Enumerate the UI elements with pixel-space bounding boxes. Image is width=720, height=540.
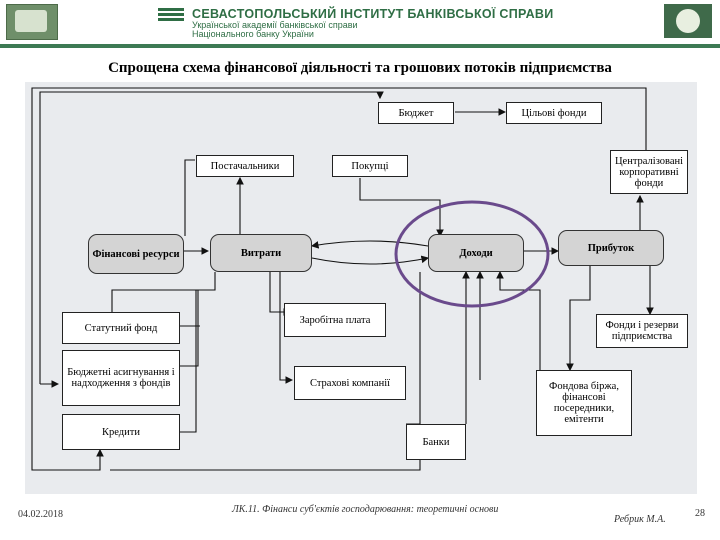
connector-income-to-expenses bbox=[310, 240, 429, 249]
node-banks: Банки bbox=[406, 424, 466, 460]
node-credits: Кредити bbox=[62, 414, 180, 450]
node-target-funds: Цільові фонди bbox=[506, 102, 602, 124]
institute-subtitle: Української академії банківської справи … bbox=[192, 21, 358, 39]
node-insurance: Страхові компанії bbox=[294, 366, 406, 400]
connector-to-insurance bbox=[279, 272, 294, 384]
institute-subtitle-line1: Української академії банківської справи bbox=[192, 20, 358, 30]
node-central-funds: Централізовані корпоративні фонди bbox=[610, 150, 688, 194]
page-number: 28 bbox=[695, 508, 705, 519]
connector-profit-to-exchange bbox=[566, 264, 591, 372]
node-budget-assignments: Бюджетні асигнування і надходження з фон… bbox=[62, 350, 180, 406]
connector-buyers-to-income bbox=[359, 178, 444, 238]
institute-subtitle-line2: Національного банку України bbox=[192, 29, 314, 39]
node-statutory-fund: Статутний фонд bbox=[62, 312, 180, 344]
node-suppliers: Постачальники bbox=[196, 155, 294, 177]
connector-suppliers-side bbox=[184, 159, 195, 236]
node-income: Доходи bbox=[428, 234, 524, 272]
node-exchange: Фондова біржа, фінансові посередники, ем… bbox=[536, 370, 632, 436]
node-budget: Бюджет bbox=[378, 102, 454, 124]
footer-author: Ребрик М.А. bbox=[614, 514, 666, 525]
connector-frame-top bbox=[31, 87, 647, 384]
institute-building-logo bbox=[6, 4, 58, 40]
connector-to-credits bbox=[31, 384, 104, 471]
header-divider bbox=[0, 44, 720, 48]
node-profit: Прибуток bbox=[558, 230, 664, 266]
connector-expenses-to-income bbox=[311, 255, 430, 265]
connector-bottom-banks bbox=[110, 450, 421, 471]
connector-exchange-to-income bbox=[496, 270, 541, 370]
institute-mark-icon bbox=[158, 8, 184, 28]
connector-credits-up bbox=[180, 290, 197, 433]
header: СЕВАСТОПОЛЬСЬКИЙ ІНСТИТУТ БАНКІВСЬКОЇ СП… bbox=[0, 0, 720, 44]
footer-subject: ЛК.11. Фінанси суб'єктів господарювання:… bbox=[232, 504, 499, 515]
connector-to-salary bbox=[269, 272, 292, 316]
node-fin-resources: Фінансові ресурси bbox=[88, 234, 184, 274]
connector-to-budget bbox=[39, 91, 384, 384]
connector-assignments bbox=[180, 290, 199, 367]
node-funds-reserves: Фонди і резерви підприємства bbox=[596, 314, 688, 348]
bank-emblem-logo bbox=[664, 4, 712, 38]
node-salary: Заробітна плата bbox=[284, 303, 386, 337]
footer-date: 04.02.2018 bbox=[18, 509, 63, 520]
node-buyers: Покупці bbox=[332, 155, 408, 177]
income-highlight-ring bbox=[394, 200, 550, 308]
slide-title: Спрощена схема фінансової діяльності та … bbox=[108, 60, 612, 76]
node-expenses: Витрати bbox=[210, 234, 312, 272]
institute-name: СЕВАСТОПОЛЬСЬКИЙ ІНСТИТУТ БАНКІВСЬКОЇ СП… bbox=[192, 7, 554, 21]
connector-to-banks bbox=[406, 272, 421, 425]
